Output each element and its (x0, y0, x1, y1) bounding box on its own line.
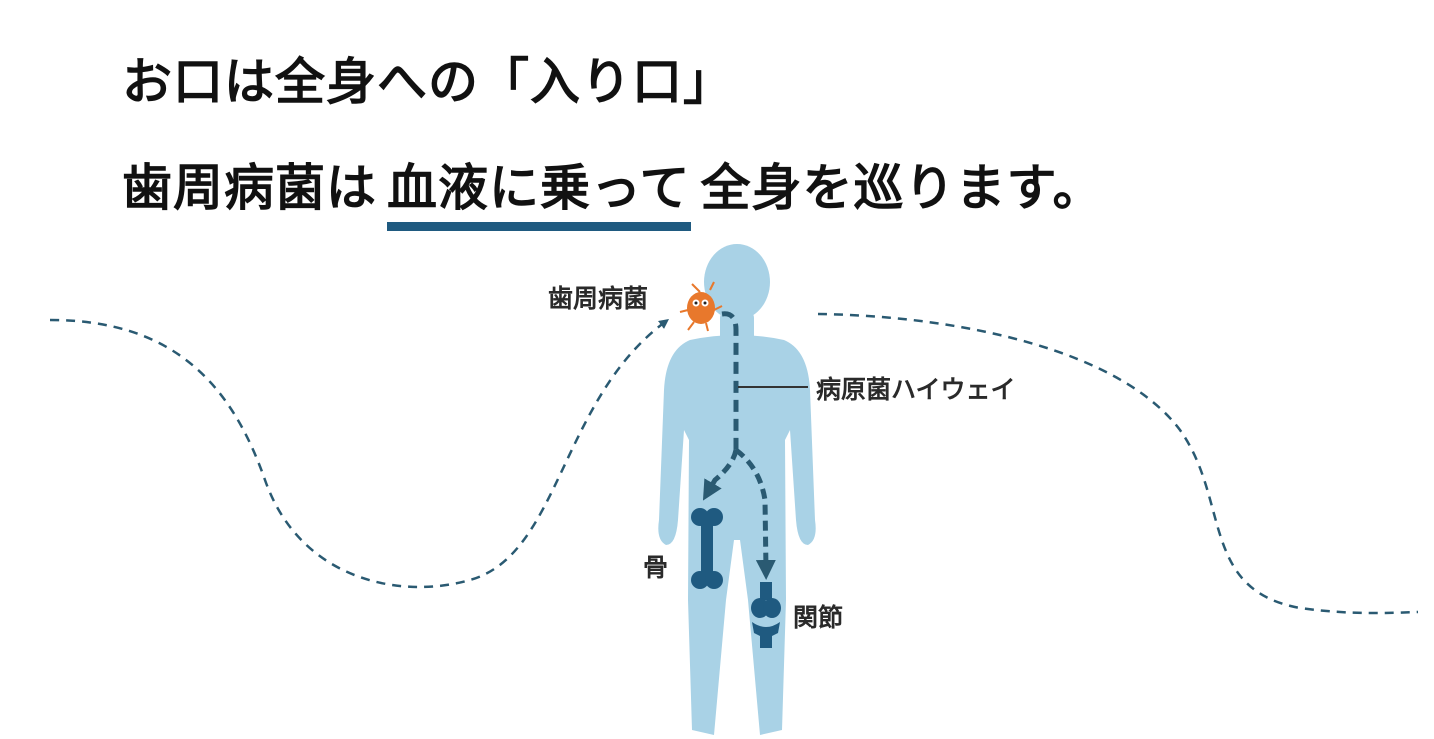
label-bone: 骨 (643, 553, 669, 582)
bacteria-icon (679, 281, 723, 332)
highlighted-title-text: 血液に乗って (387, 148, 691, 231)
flow-path-left (49, 318, 670, 589)
label-pathogen-highway: 病原菌ハイウェイ (816, 375, 1016, 404)
pathogen-highway (721, 311, 739, 450)
human-silhouette (658, 244, 816, 735)
label-bacteria: 歯周病菌 (548, 284, 649, 313)
joint-icon (751, 582, 781, 648)
flow-path-right (817, 312, 1419, 615)
title-line-2: 歯周病菌は血液に乗って全身を巡ります。 (122, 148, 1104, 231)
label-joint: 関節 (793, 603, 844, 632)
title-line-1: お口は全身への「入り口」 (122, 53, 734, 111)
bone-icon (691, 508, 723, 589)
title-text: 全身を巡ります。 (700, 159, 1104, 217)
title-text: 歯周病菌は (122, 159, 377, 217)
